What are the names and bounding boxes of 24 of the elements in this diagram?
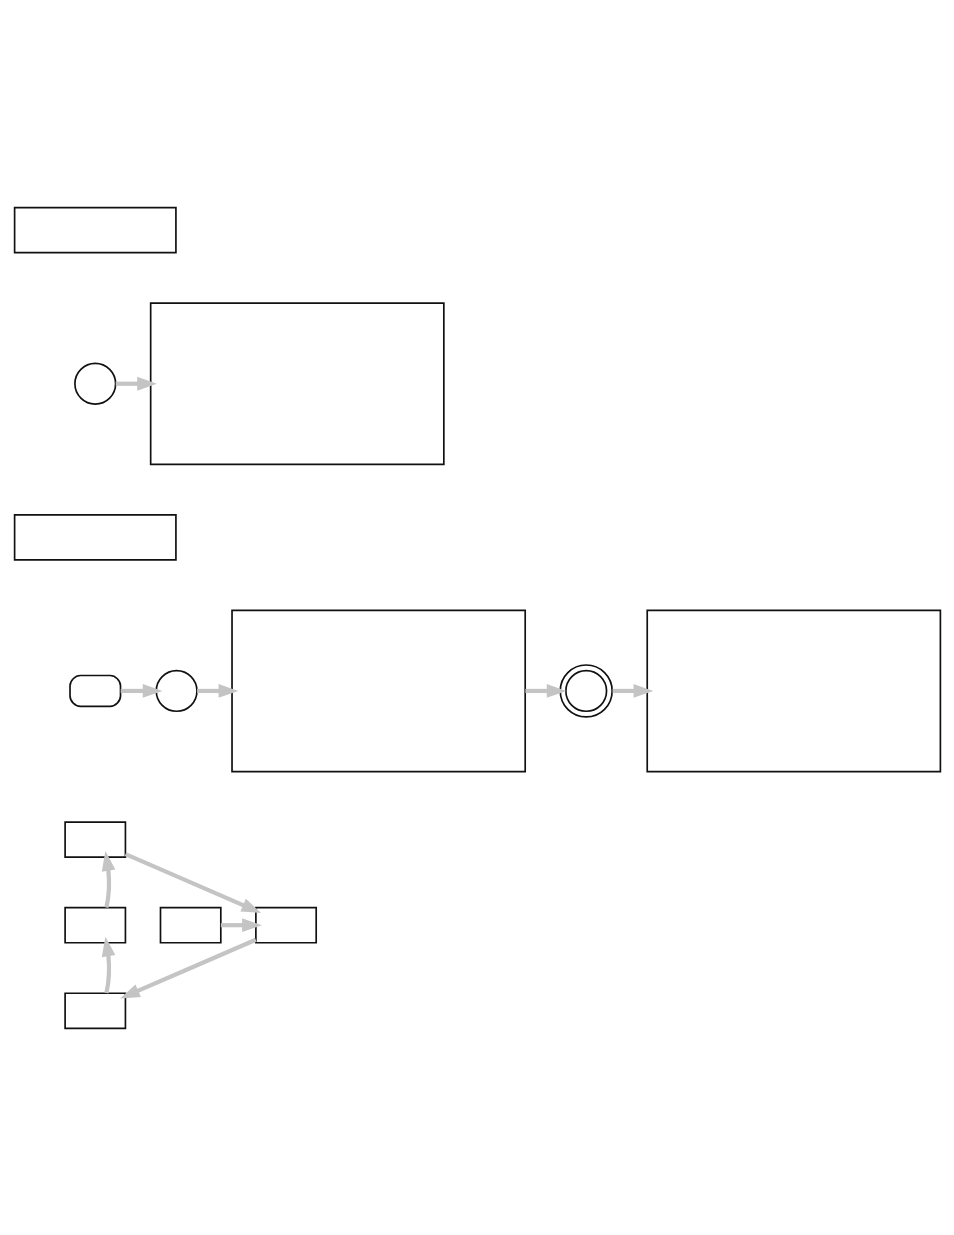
node-box [149,301,445,465]
arrow [120,683,162,698]
node-box [13,206,177,253]
node-circle [558,663,613,718]
arrow [196,683,238,698]
arrow [612,683,653,698]
arrow [115,376,157,391]
node-box [645,608,941,772]
node-box [159,906,222,944]
node-box [63,991,126,1029]
arrow [101,850,115,908]
arrow [220,917,262,932]
node-box [63,820,126,858]
node-box [230,608,526,772]
arrow [524,683,566,698]
node-box [254,906,317,944]
node-box [13,513,177,561]
node-button [68,674,121,707]
node-circle [154,669,198,712]
arrow [119,937,257,999]
arrow [124,851,261,913]
arrow [101,936,115,993]
node-circle [73,362,116,405]
node-box [63,906,126,944]
